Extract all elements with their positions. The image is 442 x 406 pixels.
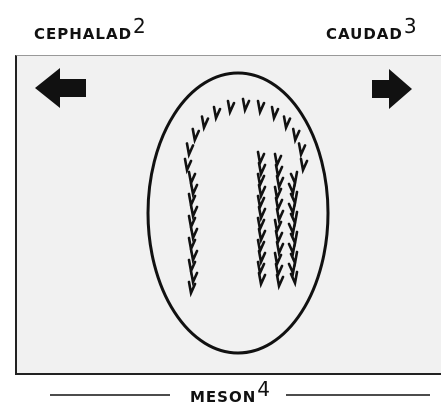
inner-mark-column [258, 152, 283, 286]
inner-mark [276, 231, 282, 242]
inner-mark [276, 264, 282, 275]
inner-mark [259, 273, 265, 284]
left-column-mark [191, 205, 197, 216]
meson-footnote: 4 [257, 377, 270, 401]
ring-mark [299, 143, 305, 154]
ring-mark [202, 117, 208, 128]
inner-mark [259, 207, 265, 218]
arrow-right-icon [372, 69, 412, 109]
inner-mark [277, 176, 283, 187]
right-column-mark [289, 262, 295, 273]
left-column-mark [191, 227, 197, 238]
inner-mark [276, 198, 282, 209]
arrow-left-icon [35, 68, 86, 108]
ring-mark [258, 101, 264, 112]
outer-oval [148, 73, 328, 353]
ring-mark [185, 159, 191, 170]
right-column-mark [289, 242, 295, 253]
inner-mark [277, 209, 283, 220]
inner-mark [259, 163, 265, 174]
left-column-mark [189, 172, 195, 183]
meson-text: MESON [190, 388, 256, 406]
ring-mark [284, 117, 290, 128]
ring-mark [301, 159, 307, 170]
inner-mark [259, 185, 265, 196]
right-column-mark [289, 222, 295, 233]
inner-mark [276, 165, 282, 176]
ring-mark [187, 143, 193, 154]
left-column-mark [191, 249, 197, 260]
ring-mark [293, 129, 299, 140]
left-column-mark [191, 183, 197, 194]
right-column-mark [289, 202, 295, 213]
inner-mark [277, 242, 283, 253]
inner-mark [275, 154, 281, 165]
inner-mark [259, 251, 265, 262]
meson-label: MESON4 [190, 377, 270, 406]
inner-mark [258, 152, 264, 163]
ring-mark [214, 107, 220, 118]
inner-mark [259, 229, 265, 240]
right-column-mark [289, 182, 295, 193]
inner-mark [277, 275, 283, 286]
ring-mark [243, 99, 249, 110]
ring-mark [272, 107, 278, 118]
ring-mark [228, 101, 234, 112]
left-column-mark [191, 271, 197, 282]
ring-mark [193, 129, 199, 140]
outer-mark-ring [185, 99, 307, 293]
